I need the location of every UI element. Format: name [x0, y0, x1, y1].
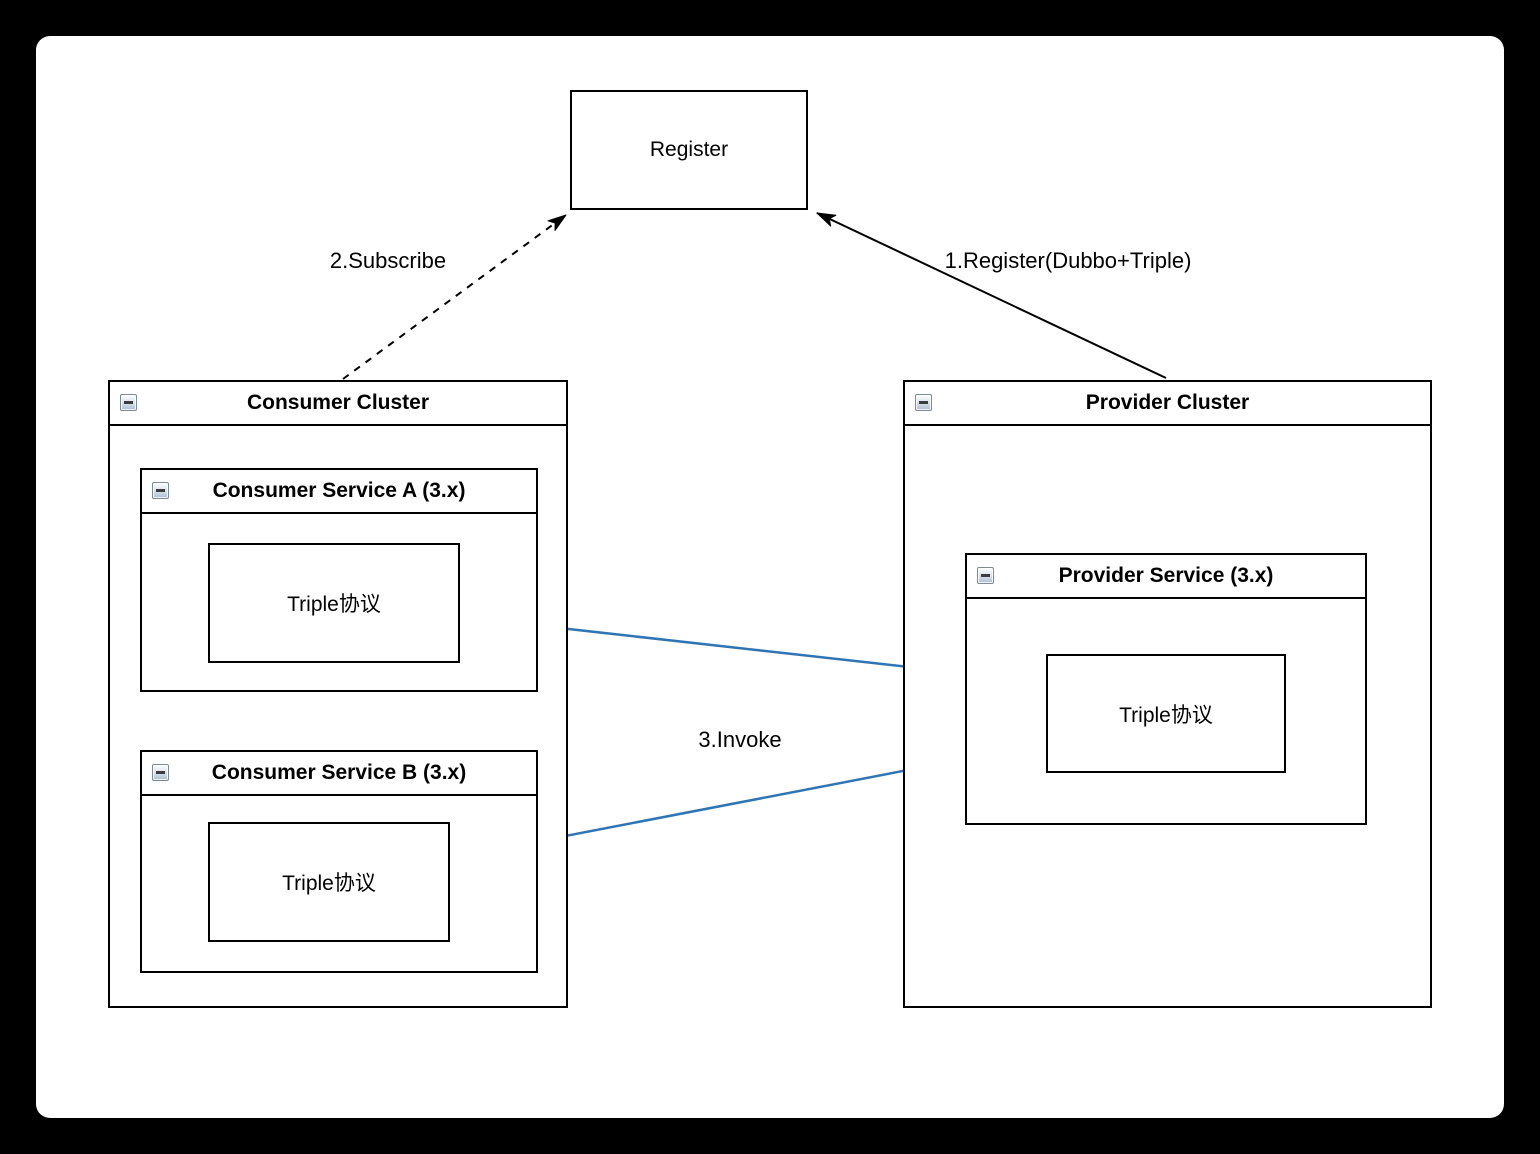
consumer-service-b-header: Consumer Service B (3.x) [142, 752, 536, 796]
register-node: Register [570, 90, 808, 210]
consumer-service-a-node: Consumer Service A (3.x) Triple协议 [140, 468, 538, 692]
consumer-b-triple-node: Triple协议 [208, 822, 450, 942]
provider-triple-label: Triple协议 [1119, 703, 1213, 727]
consumer-a-triple-label: Triple协议 [287, 593, 381, 616]
register-edge-label: 1.Register(Dubbo+Triple) [944, 248, 1192, 273]
provider-service-title: Provider Service (3.x) [1058, 564, 1274, 587]
subscribe-arrow [342, 214, 567, 380]
consumer-service-a-title: Consumer Service A (3.x) [212, 479, 466, 502]
collapse-icon[interactable] [120, 394, 137, 411]
consumer-cluster-title: Consumer Cluster [246, 391, 430, 414]
consumer-service-b-title: Consumer Service B (3.x) [211, 761, 467, 784]
register-label: Register [649, 138, 729, 161]
consumer-b-triple-label: Triple协议 [282, 872, 376, 895]
collapse-icon[interactable] [977, 567, 994, 584]
provider-service-node: Provider Service (3.x) Triple协议 [965, 553, 1367, 825]
collapse-icon[interactable] [152, 764, 169, 781]
consumer-cluster-node: Consumer Cluster Consumer Service A (3.x… [108, 380, 568, 1008]
consumer-service-b-node: Consumer Service B (3.x) Triple协议 [140, 750, 538, 973]
consumer-a-triple-node: Triple协议 [208, 543, 460, 663]
provider-service-header: Provider Service (3.x) [967, 555, 1365, 599]
provider-cluster-title: Provider Cluster [1085, 391, 1250, 414]
consumer-cluster-header: Consumer Cluster [110, 382, 566, 426]
invoke-edge-label: 3.Invoke [698, 727, 782, 752]
register-arrow [816, 212, 1167, 379]
consumer-service-a-header: Consumer Service A (3.x) [142, 470, 536, 514]
collapse-icon[interactable] [915, 394, 932, 411]
provider-triple-node: Triple协议 [1046, 654, 1286, 773]
collapse-icon[interactable] [152, 482, 169, 499]
provider-cluster-node: Provider Cluster Provider Service (3.x) … [903, 380, 1432, 1008]
subscribe-edge-label: 2.Subscribe [329, 248, 447, 273]
provider-cluster-header: Provider Cluster [905, 382, 1430, 426]
